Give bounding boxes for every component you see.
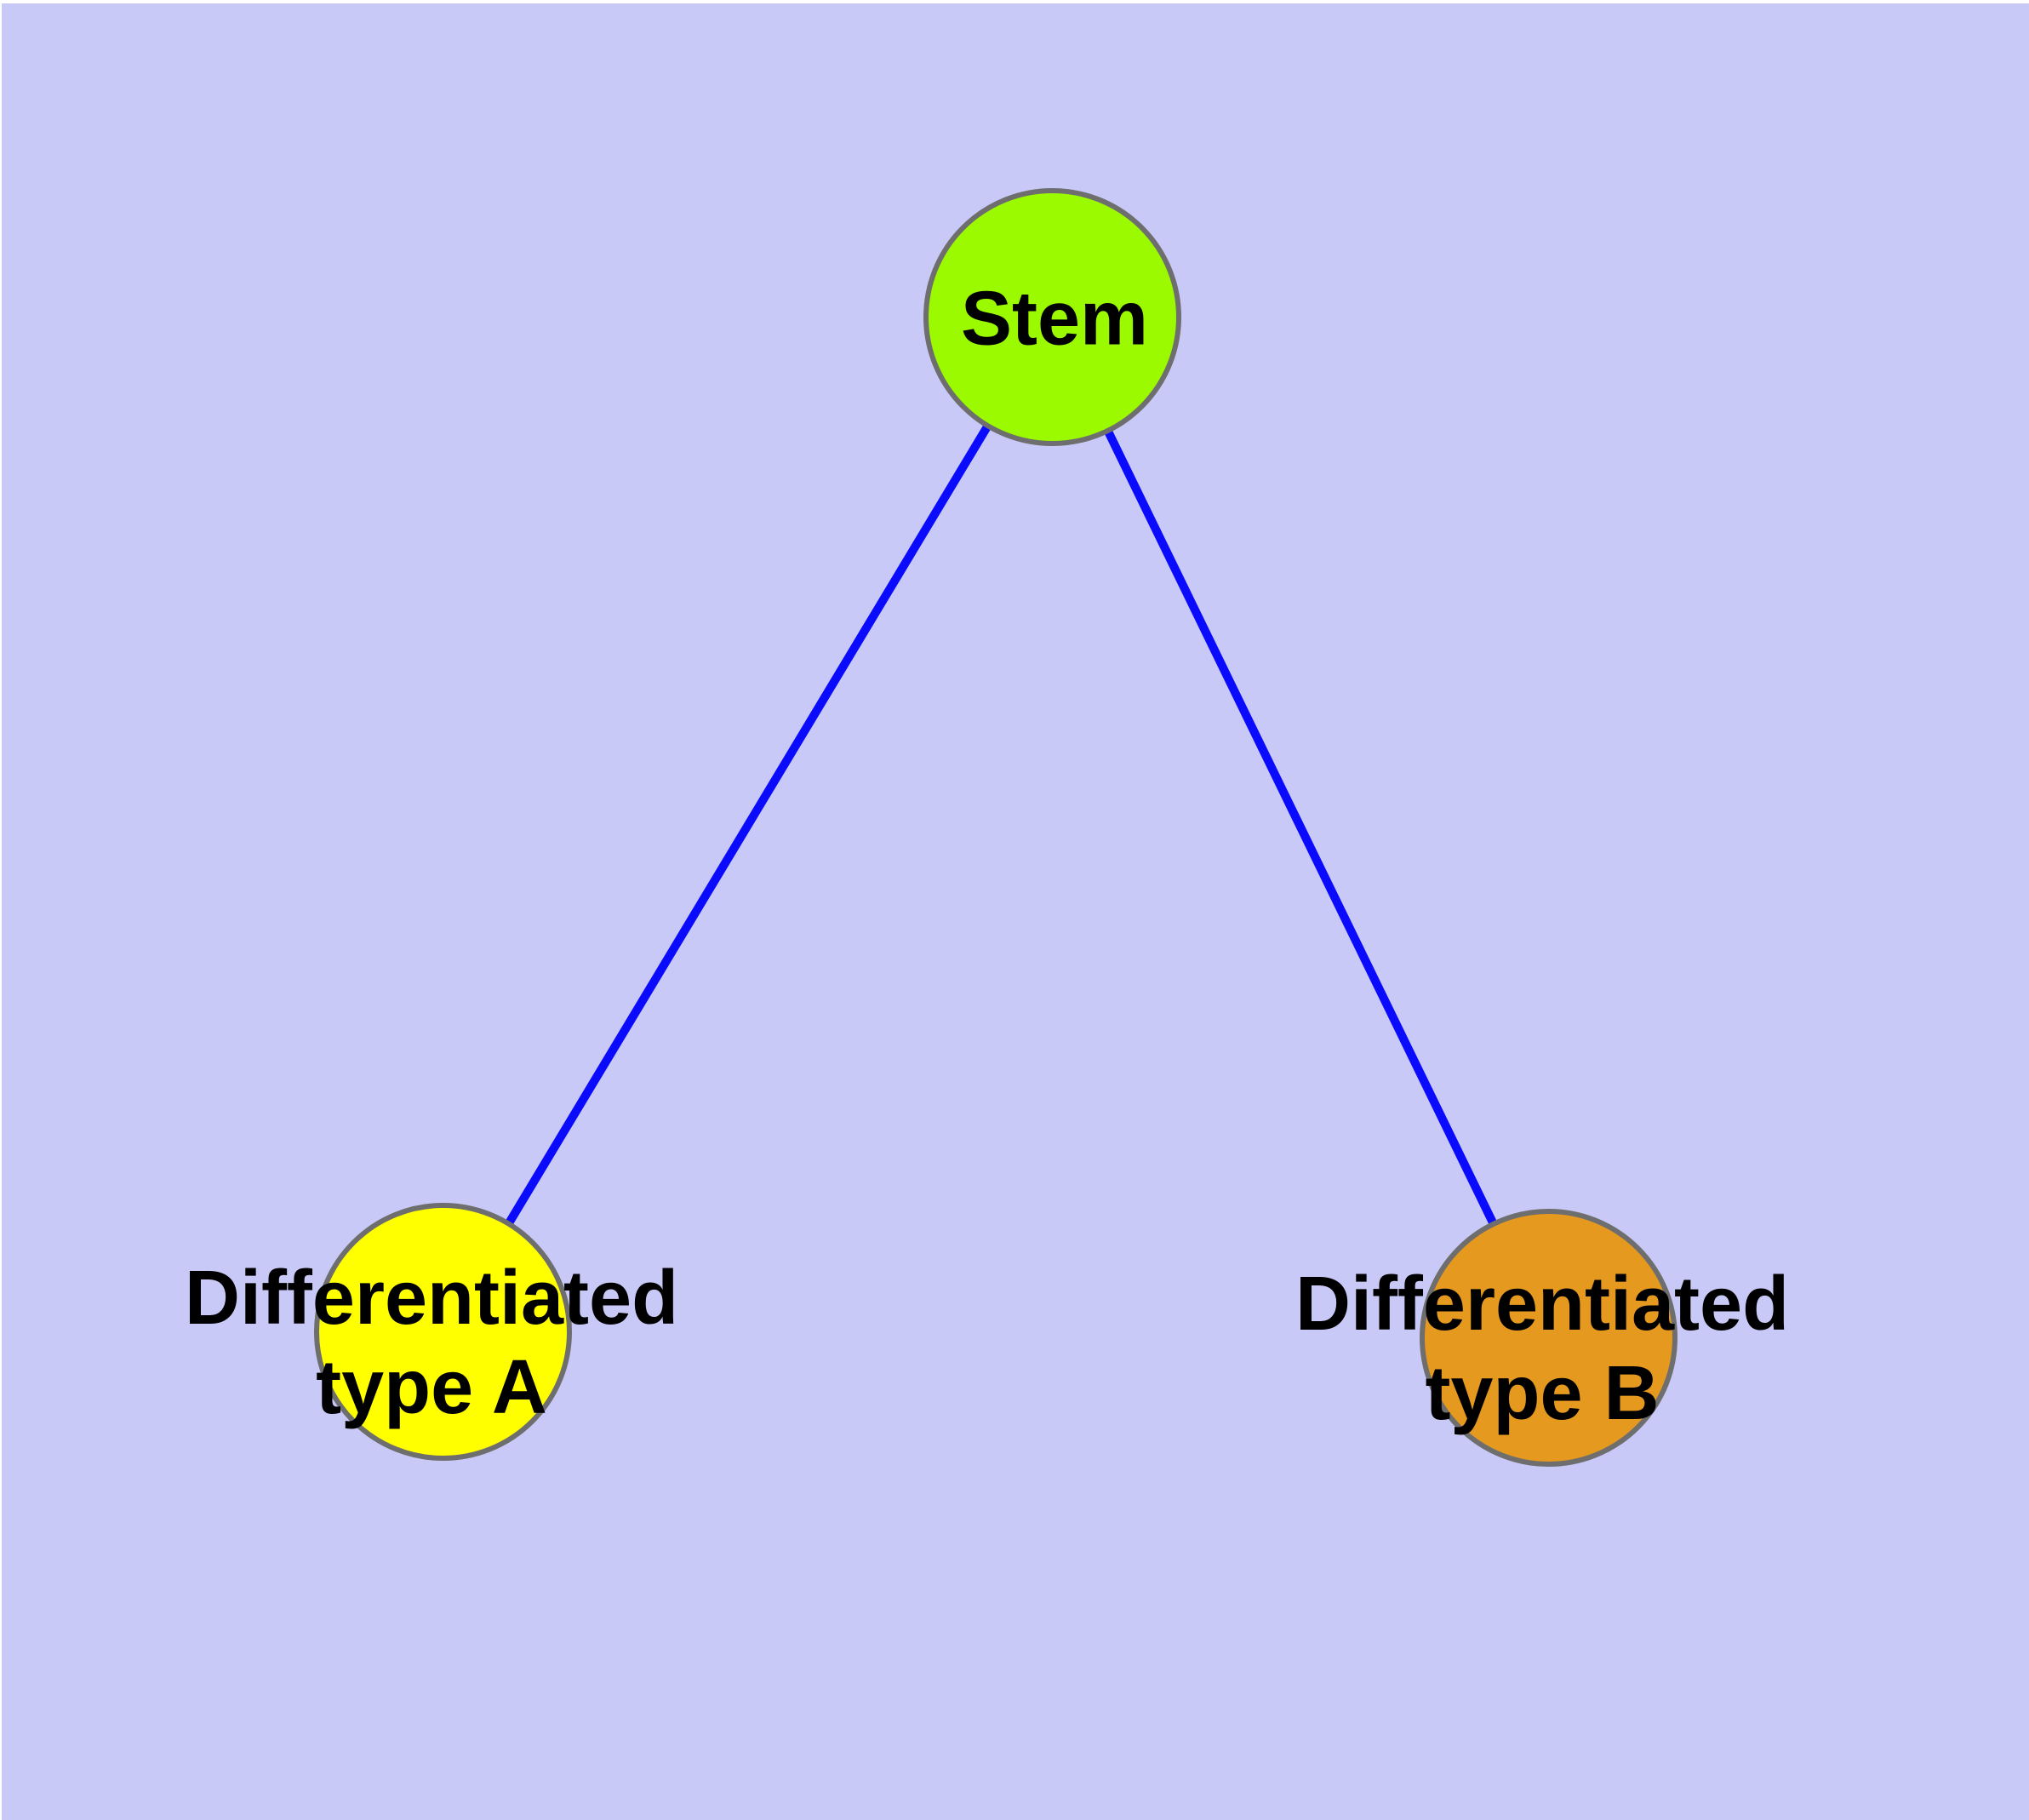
node-type-a-label: Differentiated type A bbox=[185, 1254, 678, 1433]
node-type-a-label-line2: type A bbox=[316, 1345, 547, 1430]
node-differentiated-type-b bbox=[1420, 1209, 1677, 1467]
node-stem-label-text: Stem bbox=[960, 276, 1149, 362]
node-stem bbox=[923, 188, 1181, 446]
node-type-b-label: Differentiated type B bbox=[1295, 1260, 1789, 1439]
node-stem-label: Stem bbox=[961, 275, 1148, 364]
node-differentiated-type-a bbox=[314, 1203, 572, 1461]
node-type-a-label-line1: Differentiated bbox=[184, 1256, 679, 1341]
edge-stem-to-type-b bbox=[1049, 315, 1553, 1341]
node-type-b-label-line1: Differentiated bbox=[1295, 1262, 1790, 1347]
edge-stem-to-type-a bbox=[439, 315, 1057, 1335]
node-type-b-label-line2: type B bbox=[1425, 1351, 1660, 1436]
